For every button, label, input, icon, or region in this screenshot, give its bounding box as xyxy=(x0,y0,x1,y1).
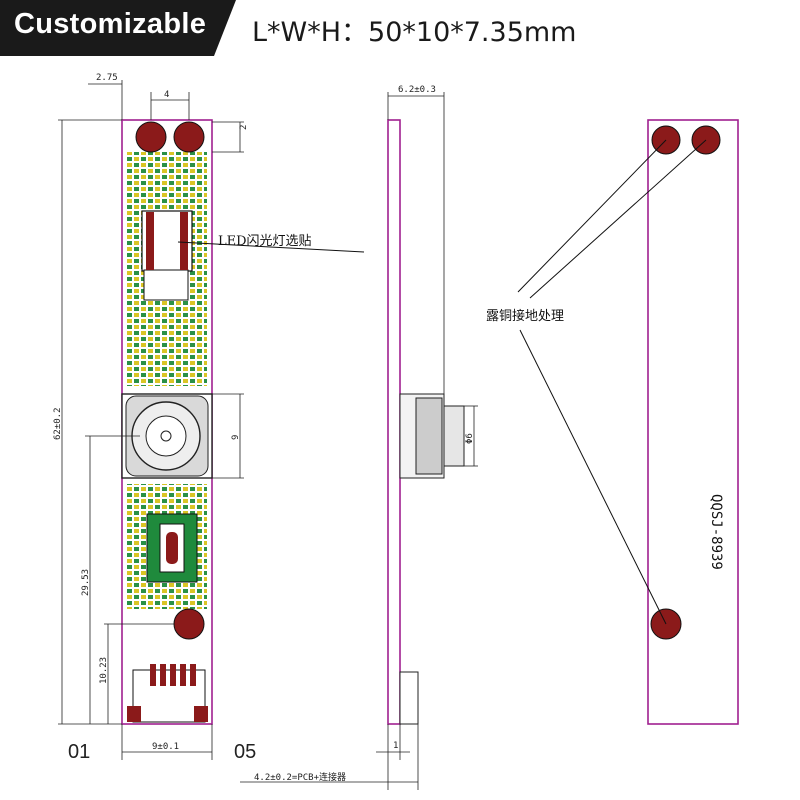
ic-footprint xyxy=(143,269,189,301)
dimensions-title: L*W*H：50*10*7.35mm xyxy=(252,17,577,48)
dim-top-offset: 2.75 xyxy=(96,73,118,83)
header-banner: Customizable L*W*H：50*10*7.35mm xyxy=(0,0,800,56)
side-lens-barrel xyxy=(415,397,443,475)
pin-5 xyxy=(190,664,196,686)
anchor-right xyxy=(194,706,208,722)
dim-lens-diam: Φ6 xyxy=(465,433,475,444)
dim-side-thickness: 6.2±0.3 xyxy=(398,85,436,95)
pin-label-right: 05 xyxy=(234,741,256,763)
led-leader-line xyxy=(177,241,365,253)
back-view: 露铜接地处理 QQSJ-8939 xyxy=(486,119,739,725)
lens-center xyxy=(160,430,172,442)
pin-label-left: 01 xyxy=(68,741,90,763)
side-view: 6.2±0.3 Φ6 1 4.2±0.2=PCB+连接器 xyxy=(240,85,478,790)
led-pad-2 xyxy=(173,121,205,153)
dim-lens-height: 9 xyxy=(231,435,241,440)
model-number: QQSJ-8939 xyxy=(708,494,724,570)
ground-pad xyxy=(173,608,205,640)
customizable-tag-shape xyxy=(0,0,236,56)
side-lens-tip xyxy=(443,405,465,467)
copper-note: 露铜接地处理 xyxy=(486,308,564,324)
dim-led-spacing: 4 xyxy=(164,90,169,100)
led-note: LED闪光灯选贴 xyxy=(218,234,312,249)
pin-1 xyxy=(150,664,156,686)
dim-pcb-thk: 1 xyxy=(393,741,398,751)
led-pad-1 xyxy=(135,121,167,153)
dim-total-height: 4.2±0.2=PCB+连接器 xyxy=(254,771,346,783)
dim-length: 62±0.2 xyxy=(53,407,63,440)
dim-bottom-pad: 10.23 xyxy=(99,657,109,684)
led-pad-left xyxy=(146,212,154,270)
side-pcb xyxy=(387,119,401,725)
pin-3 xyxy=(170,664,176,686)
technical-drawing: 2.75 4 2 62±0.2 9 29.53 10.23 9±0.1 01 0… xyxy=(53,73,739,790)
pin-4 xyxy=(180,664,186,686)
side-connector xyxy=(399,671,419,725)
lens-inner xyxy=(145,415,187,457)
customizable-tag: Customizable xyxy=(14,8,207,40)
anchor-left xyxy=(127,706,141,722)
dim-width: 9±0.1 xyxy=(152,742,179,752)
led-pad-right xyxy=(180,212,188,270)
dim-led-diam: 2 xyxy=(239,125,249,130)
dim-lens-center: 29.53 xyxy=(81,569,91,596)
processor-core xyxy=(166,532,178,564)
pin-2 xyxy=(160,664,166,686)
front-view: 2.75 4 2 62±0.2 9 29.53 10.23 9±0.1 01 0… xyxy=(53,73,365,763)
